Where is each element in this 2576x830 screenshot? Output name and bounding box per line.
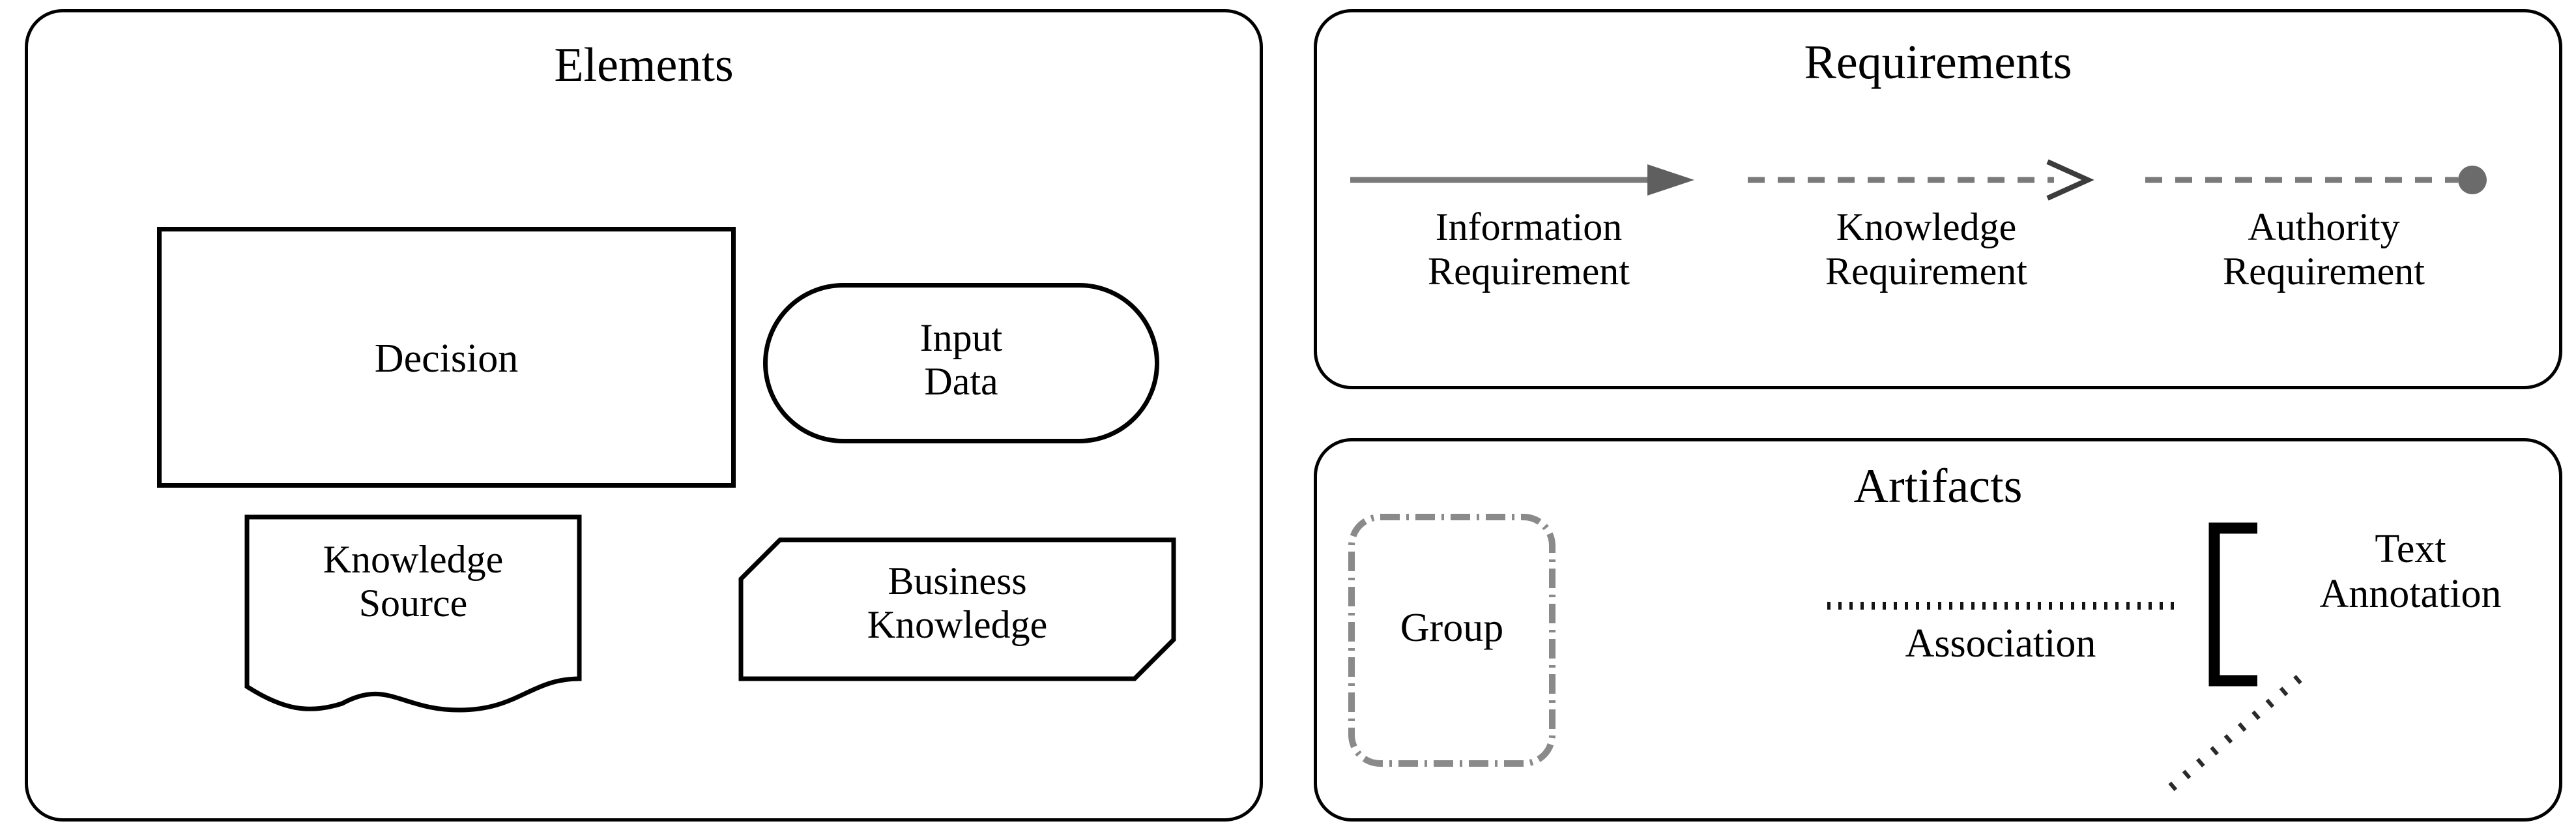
- solid-arrow-filled-head-icon: [1350, 164, 1694, 196]
- panel-title-elements: Elements: [554, 38, 734, 92]
- text-annotation-leader-line: [2164, 665, 2313, 795]
- association-dotted-line-icon: [1827, 602, 2174, 610]
- shape-business-knowledge[interactable]: Business Knowledge: [738, 537, 1176, 681]
- requirement-authority-label: Authority Requirement: [2223, 205, 2425, 293]
- panel-title-requirements: Requirements: [1804, 36, 2072, 89]
- requirement-knowledge-label: Knowledge Requirement: [1825, 205, 2027, 293]
- requirement-knowledge[interactable]: Knowledge Requirement: [1744, 155, 2109, 294]
- shape-decision-label: Decision: [374, 336, 519, 381]
- dashed-line-filled-circle-icon: [2145, 166, 2487, 194]
- artifact-association[interactable]: Association: [1825, 597, 2177, 666]
- requirement-information[interactable]: Information Requirement: [1346, 155, 1711, 294]
- information-requirement-connector: [1346, 155, 1711, 201]
- authority-requirement-connector: [2141, 155, 2506, 201]
- dashed-arrow-open-head-icon: [1748, 159, 2094, 201]
- text-annotation-bracket-icon: [2208, 522, 2261, 687]
- group-dash-dot-box-icon: [1348, 514, 1556, 767]
- artifact-association-label: Association: [1905, 621, 2096, 666]
- knowledge-requirement-connector: [1744, 155, 2109, 201]
- shape-knowledge-source[interactable]: Knowledge Source: [244, 514, 582, 717]
- panel-requirements: Requirements: [1314, 9, 2562, 389]
- artifact-text-annotation[interactable]: Text Annotation: [2208, 522, 2560, 692]
- requirement-authority[interactable]: Authority Requirement: [2141, 155, 2506, 294]
- artifact-group[interactable]: Group: [1348, 513, 1556, 767]
- knowledge-source-outline-icon: [244, 514, 582, 713]
- panel-title-artifacts: Artifacts: [1853, 460, 2023, 513]
- shape-input-data[interactable]: Input Data: [763, 283, 1159, 443]
- dotted-diagonal-leader-icon: [2168, 669, 2309, 792]
- shape-input-data-label: Input Data: [919, 316, 1003, 404]
- panel-elements: Elements Decision Input Data Knowledge S…: [25, 9, 1263, 822]
- artifact-text-annotation-label: Text Annotation: [2319, 527, 2502, 617]
- shape-decision[interactable]: Decision: [157, 227, 736, 488]
- business-knowledge-outline-icon: [738, 537, 1176, 681]
- requirement-information-label: Information Requirement: [1428, 205, 1630, 293]
